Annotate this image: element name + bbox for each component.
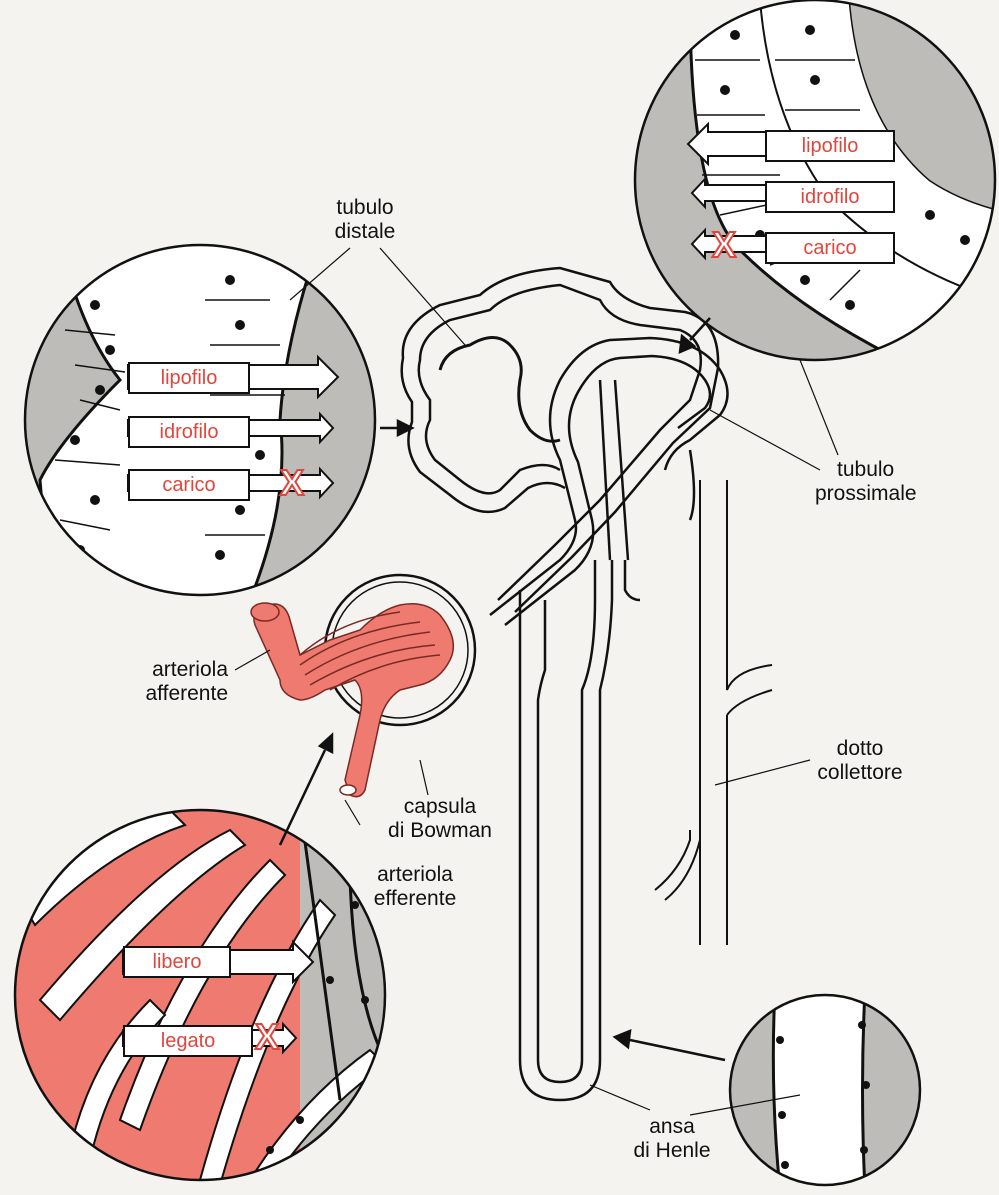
- glomerulus-inset: [10, 805, 400, 1185]
- glomerulus-block-mark: X: [255, 1016, 279, 1058]
- label-tubulo-prossimale: tubulo prossimale: [815, 458, 975, 506]
- proximal-block-mark: X: [712, 224, 736, 266]
- label-line: tubulo: [305, 196, 425, 220]
- label-line: efferente: [345, 887, 485, 911]
- label-arteriola-afferente: arteriola afferente: [78, 658, 228, 706]
- label-line: tubulo: [815, 458, 975, 482]
- label-line: di Henle: [612, 1139, 732, 1163]
- collecting-duct: [655, 480, 772, 945]
- label-line: arteriola: [345, 863, 485, 887]
- label-line: capsula: [370, 795, 510, 819]
- label-arteriola-efferente: arteriola efferente: [345, 863, 485, 911]
- glomerulus-tag-libero: libero: [123, 946, 231, 978]
- glomerulus-vessels: [251, 603, 453, 797]
- distal-tag-idrofilo: idrofilo: [128, 416, 250, 448]
- proximal-tag-lipofilo: lipofilo: [765, 130, 895, 162]
- henle-loop: [520, 560, 640, 1100]
- label-line: prossimale: [815, 482, 975, 506]
- glomerulus-tag-legato: legato: [123, 1025, 253, 1057]
- proximal-tubule-inset: [630, 0, 999, 360]
- label-capsula-bowman: capsula di Bowman: [370, 795, 510, 843]
- label-line: collettore: [790, 761, 930, 785]
- proximal-tubule: [490, 338, 728, 625]
- distal-tag-lipofilo: lipofilo: [128, 362, 250, 394]
- distal-block-mark: X: [280, 462, 304, 504]
- proximal-tag-carico: carico: [765, 232, 895, 264]
- henle-loop-inset: [730, 990, 920, 1190]
- label-line: arteriola: [78, 658, 228, 682]
- label-line: ansa: [612, 1115, 732, 1139]
- label-dotto-collettore: dotto collettore: [790, 737, 930, 785]
- label-ansa-henle: ansa di Henle: [612, 1115, 732, 1163]
- label-line: distale: [305, 220, 425, 244]
- distal-tag-carico: carico: [128, 469, 250, 501]
- proximal-tag-idrofilo: idrofilo: [765, 181, 895, 213]
- label-line: afferente: [78, 682, 228, 706]
- label-tubulo-distale: tubulo distale: [305, 196, 425, 244]
- label-line: dotto: [790, 737, 930, 761]
- label-line: di Bowman: [370, 819, 510, 843]
